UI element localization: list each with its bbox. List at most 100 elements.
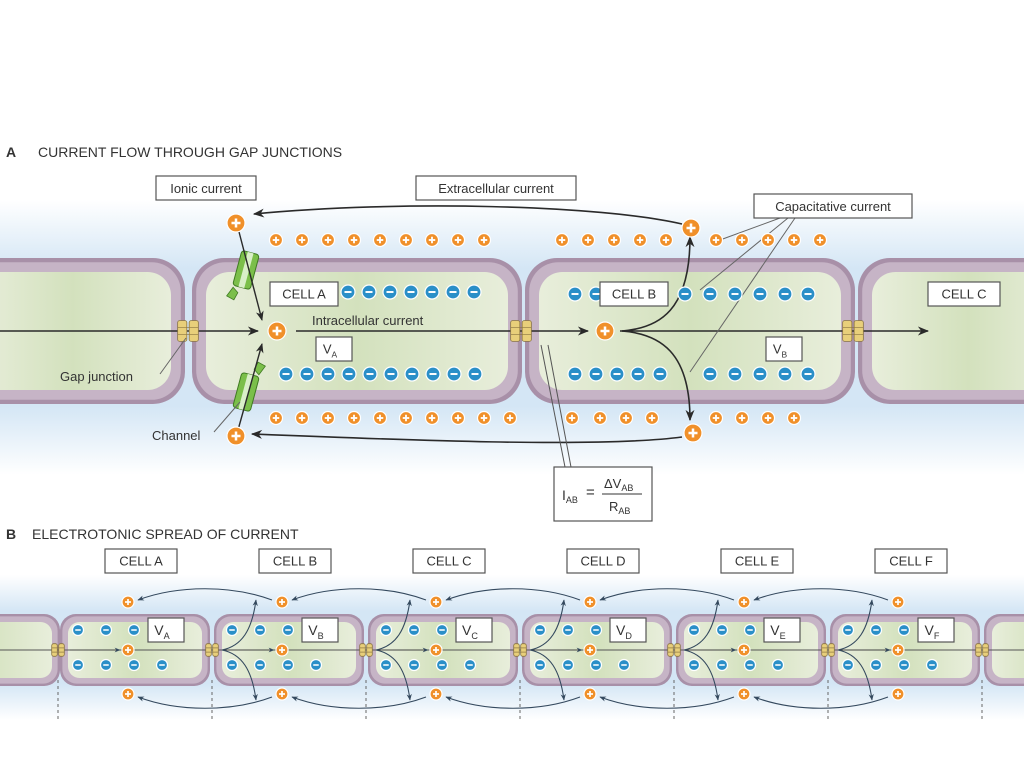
positive-ion-icon [398,232,414,248]
intracellular-current-label: Intracellular current [312,313,424,328]
negative-ion-icon [253,658,267,672]
svg-text:VA: VA [323,342,338,360]
negative-ion-icon [609,366,625,382]
positive-ion-icon [708,232,724,248]
negative-ion-icon [445,284,461,300]
negative-ion-icon [446,366,462,382]
panel-b-title: ELECTROTONIC SPREAD OF CURRENT [32,526,299,542]
extracellular-current-label: Extracellular current [415,175,577,201]
positive-ion-icon [734,410,750,426]
extracellular-arrow-bottom [599,696,735,709]
extracellular-current-arrow-top [252,205,683,225]
svg-text:VB: VB [773,342,788,360]
svg-text:CELL C: CELL C [426,554,471,569]
negative-ion-icon [727,366,743,382]
gap-junction-icon [205,643,219,657]
negative-ion-icon [752,366,768,382]
cell-d-label: CELL D [566,548,640,574]
positive-ion-icon [595,321,615,341]
negative-ion-icon [320,366,336,382]
positive-ion-icon [320,232,336,248]
svg-text:IAB: IAB [562,487,578,505]
negative-ion-icon [225,623,239,637]
capacitative-arrow-up [529,599,566,651]
negative-ion-icon [99,623,113,637]
positive-ion-icon [450,410,466,426]
ion-channel-icon [226,250,260,301]
negative-ion-icon [467,366,483,382]
negative-ion-icon [588,366,604,382]
gap-junction-icon [510,320,532,342]
positive-ion-icon [275,595,289,609]
gap-junction-icon [667,643,681,657]
negative-ion-icon [897,623,911,637]
cell-e-label: CELL E [720,548,794,574]
negative-ion-icon [777,286,793,302]
positive-ion-icon [372,232,388,248]
svg-text:CELL B: CELL B [612,287,656,302]
v-label-d: VD [609,617,647,643]
ionic-current-label: Ionic current [155,175,257,201]
negative-ion-icon [771,658,785,672]
capacitative-arrow-up [221,599,258,651]
v-label-c: VC [455,617,493,643]
positive-ion-icon [737,643,751,657]
positive-ion-icon [681,218,701,238]
extracellular-current-arrow-bottom [250,429,683,444]
svg-text:CELL E: CELL E [735,554,780,569]
capacitative-arrow-down [529,649,566,701]
leader-line [719,217,781,241]
negative-ion-icon [869,623,883,637]
capacitative-arrow-down [221,649,258,701]
svg-text:CELL A: CELL A [119,554,163,569]
negative-ion-icon [743,658,757,672]
positive-ion-icon [554,232,570,248]
negative-ion-icon [533,623,547,637]
svg-text:ΔVAB: ΔVAB [604,476,633,493]
gap-junction-icon [359,643,373,657]
negative-ion-icon [361,284,377,300]
svg-text:VF: VF [925,622,940,641]
negative-ion-icon [687,658,701,672]
panel-b-letter: B [6,526,16,542]
gap-junction-icon [51,643,65,657]
negative-ion-icon [379,623,393,637]
svg-text:VA: VA [154,622,170,641]
positive-ion-icon [891,687,905,701]
negative-ion-icon [382,284,398,300]
positive-ion-icon [583,643,597,657]
positive-ion-icon [320,410,336,426]
cell-b-label: CELL B [599,281,669,307]
positive-ion-icon [812,232,828,248]
negative-ion-icon [841,623,855,637]
negative-ion-icon [677,286,693,302]
positive-ion-icon [424,410,440,426]
negative-ion-icon [777,366,793,382]
positive-ion-icon [429,643,443,657]
negative-ion-icon [466,284,482,300]
positive-ion-icon [424,232,440,248]
capacitative-arrow-up [837,599,874,651]
negative-ion-icon [379,658,393,672]
svg-text:RAB: RAB [609,499,630,516]
positive-ion-icon [267,321,287,341]
positive-ion-icon [294,232,310,248]
positive-ion-icon [275,687,289,701]
positive-ion-icon [760,232,776,248]
negative-ion-icon [702,366,718,382]
negative-ion-icon [362,366,378,382]
positive-ion-icon [632,232,648,248]
svg-text:CELL F: CELL F [889,554,933,569]
positive-ion-icon [226,213,246,233]
negative-ion-icon [567,366,583,382]
negative-ion-icon [71,658,85,672]
extracellular-arrow-bottom [445,696,581,709]
negative-ion-icon [340,284,356,300]
leader-line [213,401,241,433]
extracellular-arrow-top [291,588,427,601]
svg-text:VB: VB [308,622,323,641]
positive-ion-icon [121,595,135,609]
panel-a-title: CURRENT FLOW THROUGH GAP JUNCTIONS [38,144,342,160]
positive-ion-icon [708,410,724,426]
